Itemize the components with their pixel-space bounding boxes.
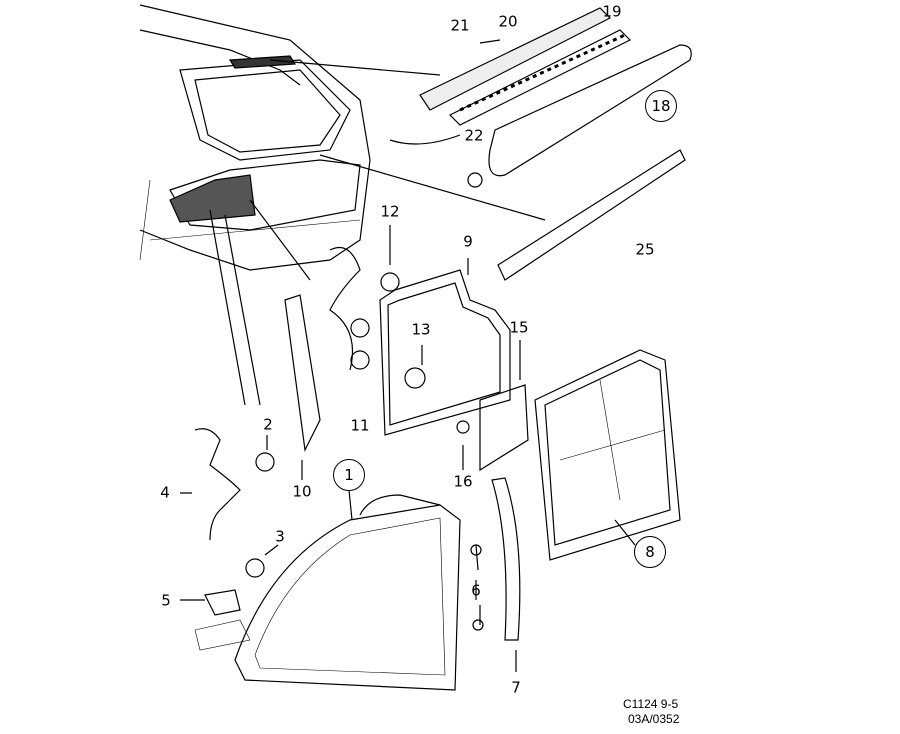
callout-2: 2 — [263, 415, 273, 434]
callout-13: 13 — [411, 320, 431, 339]
callout-9: 9 — [463, 232, 473, 251]
callout-10: 10 — [292, 482, 312, 501]
callout-1: 1 — [333, 459, 365, 491]
callout-3: 3 — [275, 527, 285, 546]
callout-15: 15 — [509, 318, 529, 337]
callout-19: 19 — [602, 2, 622, 21]
callout-6: 6 — [471, 581, 481, 600]
drawing-code-line1: C1124 9-5 — [623, 697, 679, 711]
car-rear-illustration — [139, 4, 546, 406]
tail-lamp-1 — [234, 504, 461, 691]
callout-12: 12 — [380, 202, 400, 221]
gasket-outline — [379, 269, 511, 436]
third-brake-light-parts — [389, 7, 692, 281]
trim-strip-10 — [284, 294, 321, 453]
callout-25: 25 — [635, 240, 655, 259]
callout-20: 20 — [498, 12, 518, 31]
callout-18: 18 — [645, 90, 677, 122]
callout-11: 11 — [350, 416, 370, 435]
callout-16: 16 — [453, 472, 473, 491]
callout-5: 5 — [161, 591, 171, 610]
bulb-harness-lower — [180, 428, 279, 651]
callout-8: 8 — [634, 536, 666, 568]
callout-7: 7 — [511, 678, 521, 697]
drawing-code-line2: 03A/0352 — [628, 712, 680, 726]
callout-21: 21 — [450, 16, 470, 35]
callout-4: 4 — [160, 483, 170, 502]
bulb-harness-upper — [329, 225, 400, 371]
callout-22: 22 — [464, 126, 484, 145]
